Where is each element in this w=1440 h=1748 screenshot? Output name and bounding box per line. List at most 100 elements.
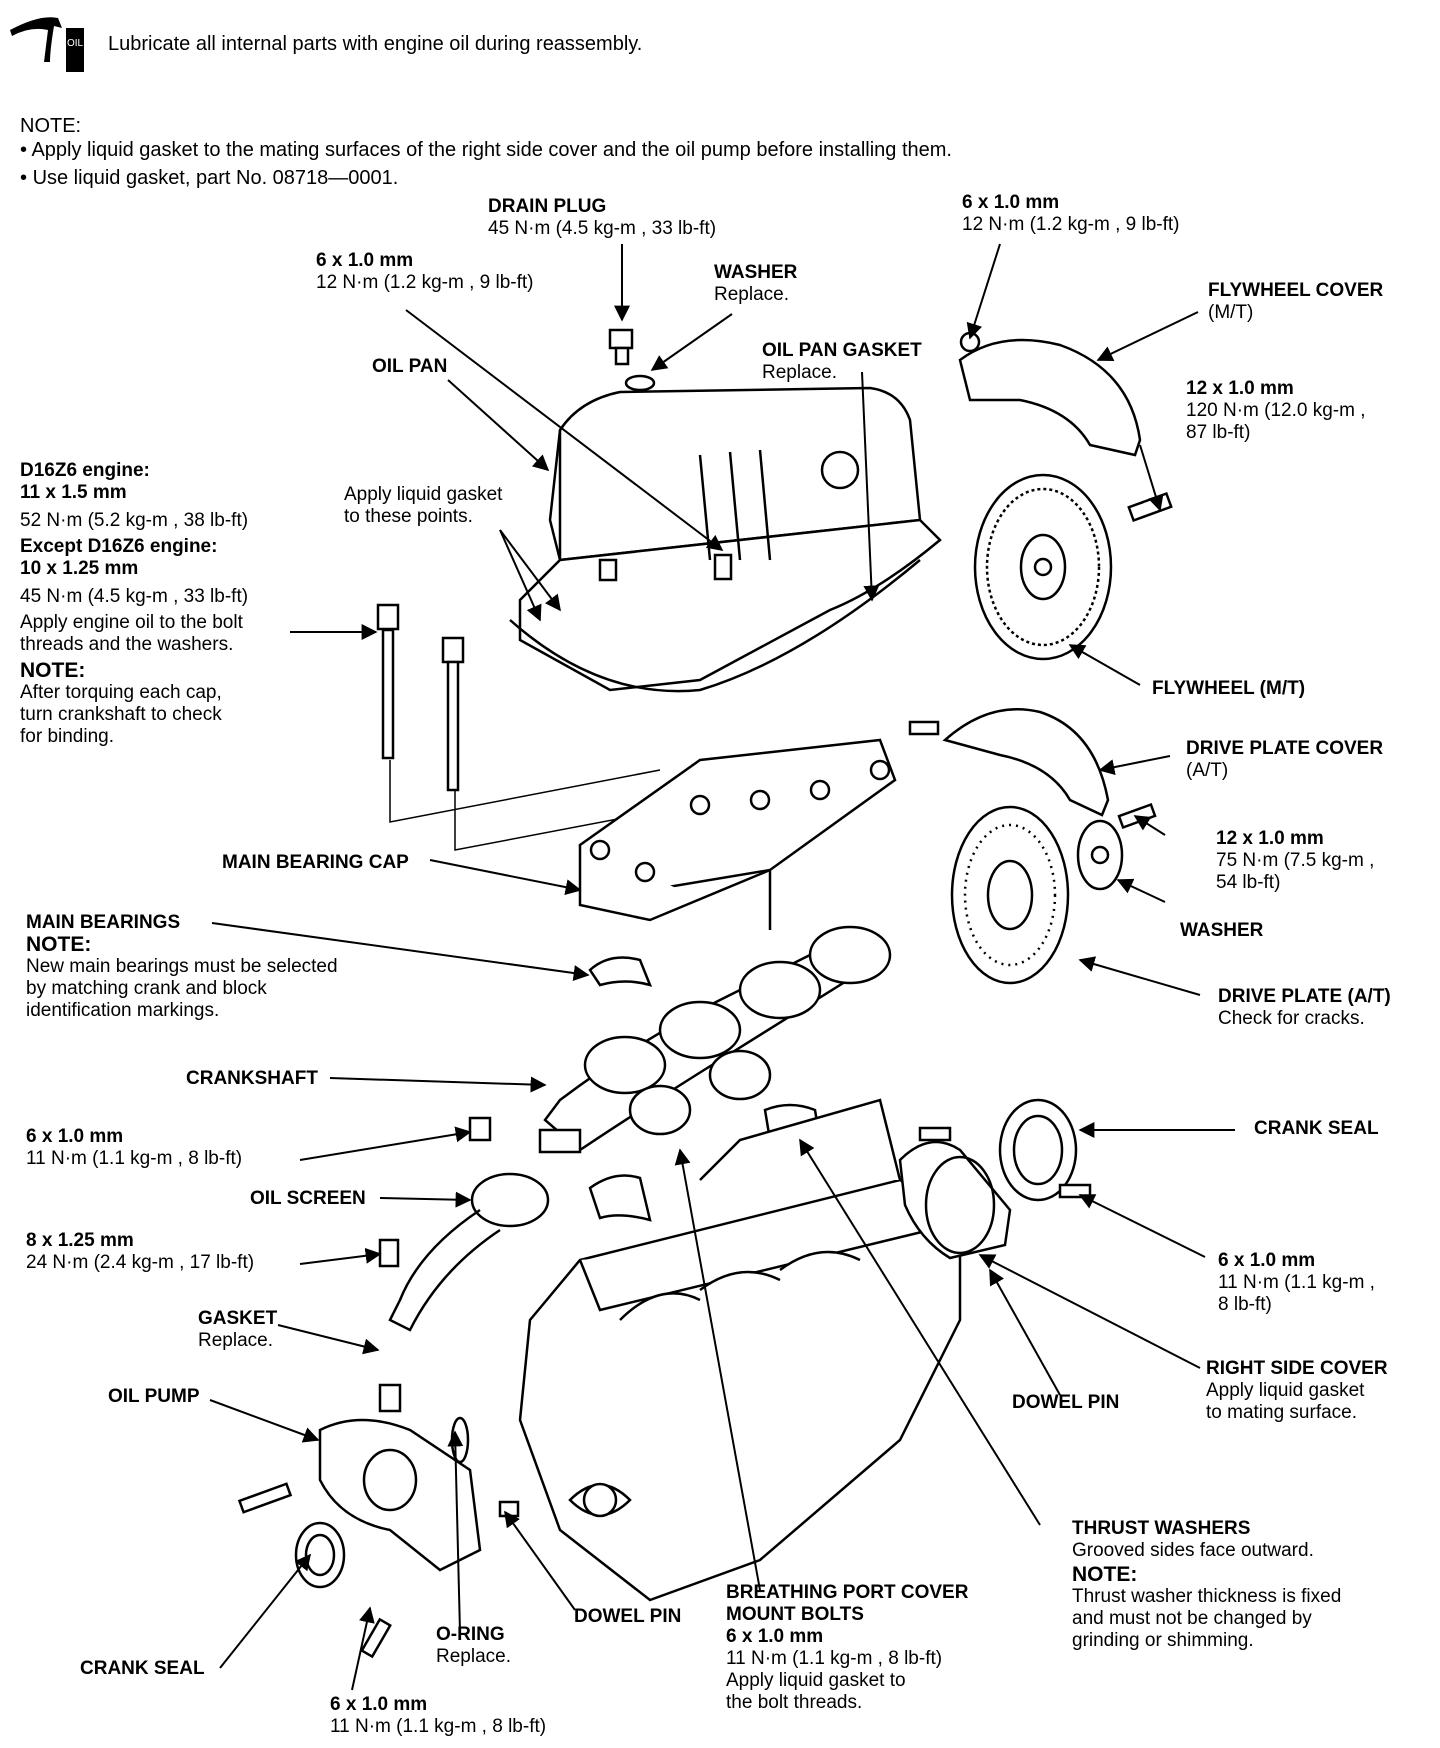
label-o-ring: O-RING Replace.: [436, 1624, 511, 1668]
right-cover-bolt-spec2: 8 lb-ft): [1218, 1294, 1272, 1315]
engine-block-drawing: [518, 1098, 962, 1602]
leader-lines: [209, 243, 1235, 1691]
except-size: 10 x 1.25 mm: [20, 558, 139, 579]
oil-note-2: threads and the washers.: [20, 634, 234, 655]
liquid-gasket-line2: to these points.: [344, 506, 473, 527]
pump-bolt-size: 6 x 1.0 mm: [330, 1694, 428, 1715]
main-bearings-name: MAIN BEARINGS: [26, 912, 181, 933]
label-drive-plate-bolt: 12 x 1.0 mm 75 N·m (7.5 kg-m , 54 lb-ft): [1216, 828, 1374, 894]
crank-seal-right-name: CRANK SEAL: [1254, 1118, 1379, 1139]
cap-note-2: turn crankshaft to check: [20, 704, 222, 725]
drive-plate-drawing: [950, 802, 1157, 985]
o-ring-name: O-RING: [436, 1624, 505, 1645]
svg-text:OIL: OIL: [67, 38, 84, 49]
thrust-washers-note-title: NOTE:: [1072, 1563, 1138, 1586]
label-flywheel-bolt: 12 x 1.0 mm 120 N·m (12.0 kg-m , 87 lb-f…: [1186, 378, 1366, 444]
note-item-1-text: Apply liquid gasket to the mating surfac…: [31, 139, 952, 161]
label-crank-seal-right: CRANK SEAL: [1254, 1118, 1379, 1140]
flywheel-bolt-spec1: 120 N·m (12.0 kg-m ,: [1186, 400, 1366, 421]
oil-pan-drawing: [509, 386, 942, 693]
drain-plug-drawing: [608, 328, 656, 392]
except-spec: 45 N·m (4.5 kg-m , 33 lb-ft): [20, 586, 249, 607]
screen-bolt-spec: 11 N·m (1.1 kg-m , 8 lb-ft): [26, 1148, 243, 1169]
thrust-washers-note-3: grinding or shimming.: [1072, 1630, 1254, 1651]
dowel-pin-bottom-name: DOWEL PIN: [574, 1606, 682, 1627]
flywheel-bolt-size: 12 x 1.0 mm: [1186, 378, 1294, 399]
d16-size: 11 x 1.5 mm: [20, 482, 127, 503]
except-title: Except D16Z6 engine:: [20, 536, 218, 557]
drive-plate-name: DRIVE PLATE (A/T): [1218, 986, 1391, 1007]
main-bearings-note-3: identification markings.: [26, 1000, 220, 1021]
note-item-1: • Apply liquid gasket to the mating surf…: [20, 139, 952, 161]
flywheel-bolt-spec2: 87 lb-ft): [1186, 422, 1251, 443]
right-side-cover-name: RIGHT SIDE COVER: [1206, 1358, 1388, 1379]
bolt-top-right-size: 6 x 1.0 mm: [962, 192, 1060, 213]
label-thrust-washers: THRUST WASHERS Grooved sides face outwar…: [1072, 1518, 1341, 1652]
washer-right-name: WASHER: [1180, 920, 1264, 941]
washer-top-note: Replace.: [714, 284, 789, 305]
label-drive-plate-cover: DRIVE PLATE COVER (A/T): [1186, 738, 1383, 782]
cap-note-1: After torquing each cap,: [20, 682, 222, 703]
label-oil-pan-gasket: OIL PAN GASKET Replace.: [762, 340, 922, 384]
oil-pump-name: OIL PUMP: [108, 1386, 200, 1407]
label-oil-pump: OIL PUMP: [108, 1386, 200, 1408]
d16-title: D16Z6 engine:: [20, 460, 150, 481]
thrust-washers-name: THRUST WASHERS: [1072, 1518, 1251, 1539]
gasket-name: GASKET: [198, 1308, 278, 1329]
label-washer-top: WASHER Replace.: [714, 262, 797, 306]
flywheel-cover-note: (M/T): [1208, 302, 1254, 323]
liquid-gasket-line1: Apply liquid gasket: [344, 484, 503, 505]
label-dowel-pin-right: DOWEL PIN: [1012, 1392, 1119, 1414]
lubricate-instruction: Lubricate all internal parts with engine…: [108, 33, 643, 55]
cap-note-title: NOTE:: [20, 659, 86, 682]
right-cover-bolt-spec1: 11 N·m (1.1 kg-m ,: [1218, 1272, 1375, 1293]
flywheel-name: FLYWHEEL (M/T): [1152, 678, 1306, 699]
pickup-bolt-size: 8 x 1.25 mm: [26, 1230, 134, 1251]
oil-screen-name: OIL SCREEN: [250, 1188, 366, 1209]
main-bearings-note-2: by matching crank and block: [26, 978, 267, 999]
label-bolt-top-left: 6 x 1.0 mm 12 N·m (1.2 kg-m , 9 lb-ft): [316, 250, 534, 294]
drive-plate-cover-note: (A/T): [1186, 760, 1229, 781]
dowel-pin-right-name: DOWEL PIN: [1012, 1392, 1120, 1413]
thrust-washers-note-2: and must not be changed by: [1072, 1608, 1312, 1629]
bolt-top-left-spec: 12 N·m (1.2 kg-m , 9 lb-ft): [316, 272, 534, 293]
label-drive-plate: DRIVE PLATE (A/T) Check for cracks.: [1218, 986, 1391, 1030]
label-pump-bolt: 6 x 1.0 mm 11 N·m (1.1 kg-m , 8 lb-ft): [330, 1694, 546, 1738]
label-crankshaft: CRANKSHAFT: [186, 1068, 318, 1090]
main-bearing-cap-name: MAIN BEARING CAP: [222, 852, 409, 873]
oil-pan-gasket-name: OIL PAN GASKET: [762, 340, 922, 361]
label-gasket: GASKET Replace.: [198, 1308, 277, 1352]
label-main-bearing-cap: MAIN BEARING CAP: [222, 852, 409, 874]
label-dowel-pin-bottom: DOWEL PIN: [574, 1606, 681, 1628]
right-side-cover-note2: to mating surface.: [1206, 1402, 1358, 1423]
label-main-cap-bolts: D16Z6 engine: 11 x 1.5 mm 52 N·m (5.2 kg…: [20, 460, 248, 748]
right-side-cover-note1: Apply liquid gasket: [1206, 1380, 1365, 1401]
drive-plate-note: Check for cracks.: [1218, 1008, 1365, 1029]
drain-plug-spec: 45 N·m (4.5 kg-m , 33 lb-ft): [488, 218, 717, 239]
label-crank-seal-left: CRANK SEAL: [80, 1658, 205, 1680]
o-ring-note: Replace.: [436, 1646, 511, 1667]
label-screen-bolt: 6 x 1.0 mm 11 N·m (1.1 kg-m , 8 lb-ft): [26, 1126, 242, 1170]
main-cap-bolts-drawing: [376, 603, 666, 851]
drain-plug-name: DRAIN PLUG: [488, 196, 607, 217]
label-drain-plug: DRAIN PLUG 45 N·m (4.5 kg-m , 33 lb-ft): [488, 196, 716, 240]
right-side-cover-drawing: [898, 1098, 1092, 1260]
label-bolt-top-right: 6 x 1.0 mm 12 N·m (1.2 kg-m , 9 lb-ft): [962, 192, 1180, 236]
label-washer-right: WASHER: [1180, 920, 1263, 942]
oil-note-1: Apply engine oil to the bolt: [20, 612, 243, 633]
drive-plate-bolt-size: 12 x 1.0 mm: [1216, 828, 1324, 849]
breathing-port-name2: MOUNT BOLTS: [726, 1604, 864, 1625]
thrust-washers-note-1: Thrust washer thickness is fixed: [1072, 1586, 1342, 1607]
label-oil-screen: OIL SCREEN: [250, 1188, 366, 1210]
right-cover-bolt-size: 6 x 1.0 mm: [1218, 1250, 1316, 1271]
gasket-note: Replace.: [198, 1330, 273, 1351]
main-bearings-note-1: New main bearings must be selected: [26, 956, 338, 977]
d16-spec: 52 N·m (5.2 kg-m , 38 lb-ft): [20, 510, 249, 531]
oil-pan-name: OIL PAN: [372, 356, 448, 377]
pump-bolt-spec: 11 N·m (1.1 kg-m , 8 lb-ft): [330, 1716, 547, 1737]
main-bearing-cap-drawing: [578, 738, 897, 930]
drive-plate-cover-name: DRIVE PLATE COVER: [1186, 738, 1384, 759]
label-liquid-gasket-points: Apply liquid gasket to these points.: [344, 484, 502, 528]
label-flywheel: FLYWHEEL (M/T): [1152, 678, 1305, 700]
cap-note-3: for binding.: [20, 726, 115, 747]
